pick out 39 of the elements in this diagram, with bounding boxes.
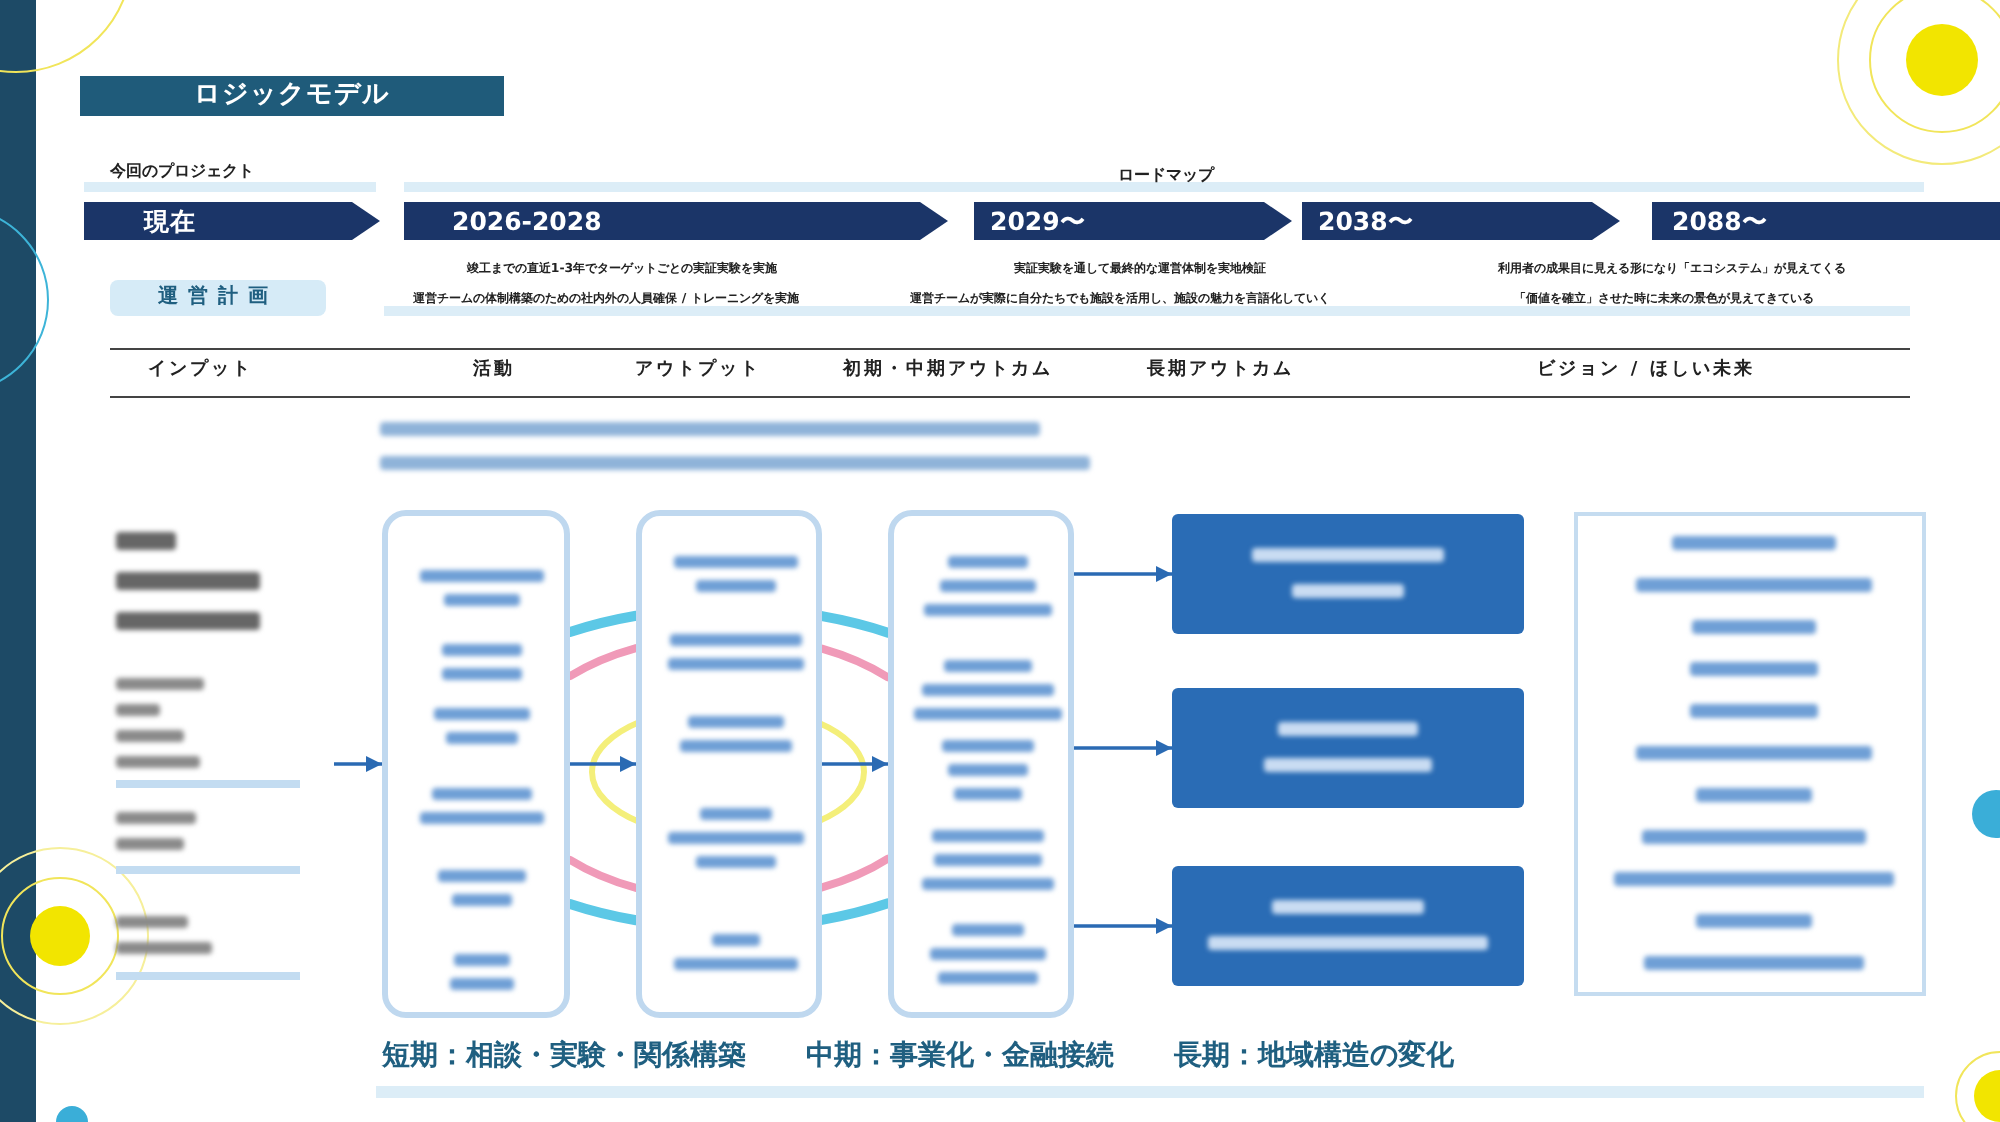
cycle-arc xyxy=(566,644,640,681)
outcome-box xyxy=(1172,688,1524,808)
section-label: 今回のプロジェクト xyxy=(110,162,254,182)
column-box xyxy=(636,510,822,1018)
arrow xyxy=(822,756,888,772)
arrow xyxy=(1074,918,1172,934)
arrow xyxy=(1074,740,1172,756)
title-banner: ロジックモデル xyxy=(80,76,504,116)
cycle-arc xyxy=(566,855,640,892)
arrow xyxy=(334,756,382,772)
cycle-arc xyxy=(565,899,641,926)
cycle-arc xyxy=(565,610,641,637)
column-header: アウトプット xyxy=(635,360,761,382)
column-header: ビジョン / ほしい未来 xyxy=(1537,360,1755,382)
column-header: インプット xyxy=(147,360,253,382)
phase-label: 中期：事業化・金融接続 xyxy=(806,1040,1114,1074)
period-banner: 2026-2028 xyxy=(404,202,948,240)
cycle-arc xyxy=(817,898,893,925)
arrow xyxy=(570,756,636,772)
column-header: 長期アウトカム xyxy=(1146,360,1294,382)
vision-box xyxy=(1574,512,1926,996)
period-banner: 現在 xyxy=(84,202,380,240)
cycle-arc xyxy=(818,644,892,682)
cycle-arc xyxy=(817,611,893,638)
column-box xyxy=(382,510,570,1018)
section-tag: 運営計画 xyxy=(110,280,326,316)
column-header: 活動 xyxy=(473,360,515,382)
period-banner: 2038〜 xyxy=(1302,202,1620,240)
arrow xyxy=(1074,566,1172,582)
outcome-box xyxy=(1172,866,1524,986)
column-box xyxy=(888,510,1074,1018)
phase-label: 長期：地域構造の変化 xyxy=(1174,1040,1454,1074)
outcome-box xyxy=(1172,514,1524,634)
phase-label: 短期：相談・実験・関係構築 xyxy=(382,1040,746,1074)
column-header: 初期・中期アウトカム xyxy=(843,360,1053,382)
period-banner: 2029〜 xyxy=(974,202,1292,240)
period-banner: 2088〜 xyxy=(1652,202,2000,240)
section-label: ロードマップ xyxy=(1118,166,1214,186)
cycle-arc xyxy=(818,854,892,892)
